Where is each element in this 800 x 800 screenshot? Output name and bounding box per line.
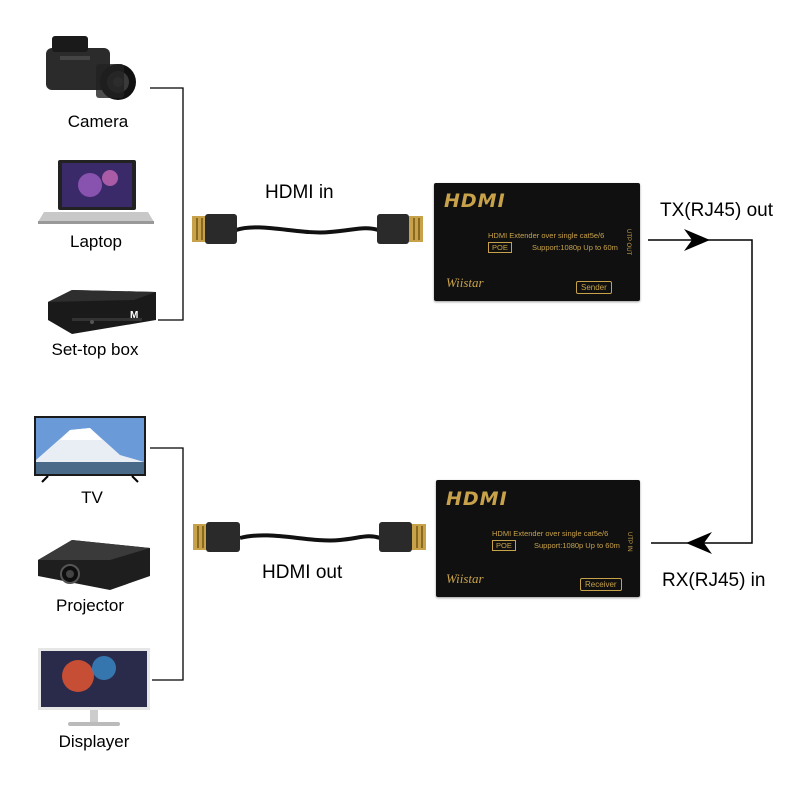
display-bracket-line xyxy=(150,447,184,681)
hdmi-in-cable xyxy=(192,214,423,244)
receiver-brand-logo: Wiistar xyxy=(446,571,484,586)
tv-icon xyxy=(34,416,146,483)
hdmi-out-cable xyxy=(193,522,426,552)
sender-port-label: UTP OUT xyxy=(625,229,631,256)
svg-text:M: M xyxy=(130,310,138,321)
monitor-icon xyxy=(38,648,150,726)
receiver-badge: Receiver xyxy=(580,578,622,591)
camera-icon xyxy=(46,36,136,100)
tx-arrow-icon xyxy=(684,229,710,251)
rj45-cable-line xyxy=(648,239,753,544)
projector-icon xyxy=(38,540,150,590)
sender-support: Support:1080p Up to 60m xyxy=(532,243,618,252)
set-top-box-label: Set-top box xyxy=(51,340,139,359)
receiver-device: HDMI HDMI Extender over single cat5e/6 P… xyxy=(436,480,640,597)
rx-in-label: RX(RJ45) in xyxy=(662,570,766,591)
source-bracket-line xyxy=(150,87,184,321)
receiver-poe-badge: POE xyxy=(492,540,516,551)
displayer-label: Displayer xyxy=(58,732,130,751)
laptop-icon xyxy=(38,160,154,224)
projector-label: Projector xyxy=(55,596,125,615)
sender-device: HDMI HDMI Extender over single cat5e/6 P… xyxy=(434,183,640,301)
receiver-hdmi-logo: HDMI xyxy=(446,488,508,510)
laptop-label: Laptop xyxy=(70,232,122,251)
receiver-port-label: UTP IN xyxy=(626,532,632,552)
set-top-box-icon: M xyxy=(48,290,156,334)
rx-arrow-icon xyxy=(686,532,712,554)
tv-label: TV xyxy=(81,488,103,507)
hdmi-in-label: HDMI in xyxy=(265,182,334,203)
camera-label: Camera xyxy=(67,112,129,131)
sender-brand-logo: Wiistar xyxy=(446,275,484,290)
receiver-support: Support:1080p Up to 60m xyxy=(534,541,620,550)
hdmi-out-label: HDMI out xyxy=(262,562,343,583)
sender-hdmi-logo: HDMI xyxy=(444,190,506,212)
sender-poe-badge: POE xyxy=(488,242,512,253)
sender-badge: Sender xyxy=(576,281,612,294)
receiver-title: HDMI Extender over single cat5e/6 xyxy=(492,529,609,538)
sender-title: HDMI Extender over single cat5e/6 xyxy=(488,231,605,240)
tx-out-label: TX(RJ45) out xyxy=(660,200,773,221)
